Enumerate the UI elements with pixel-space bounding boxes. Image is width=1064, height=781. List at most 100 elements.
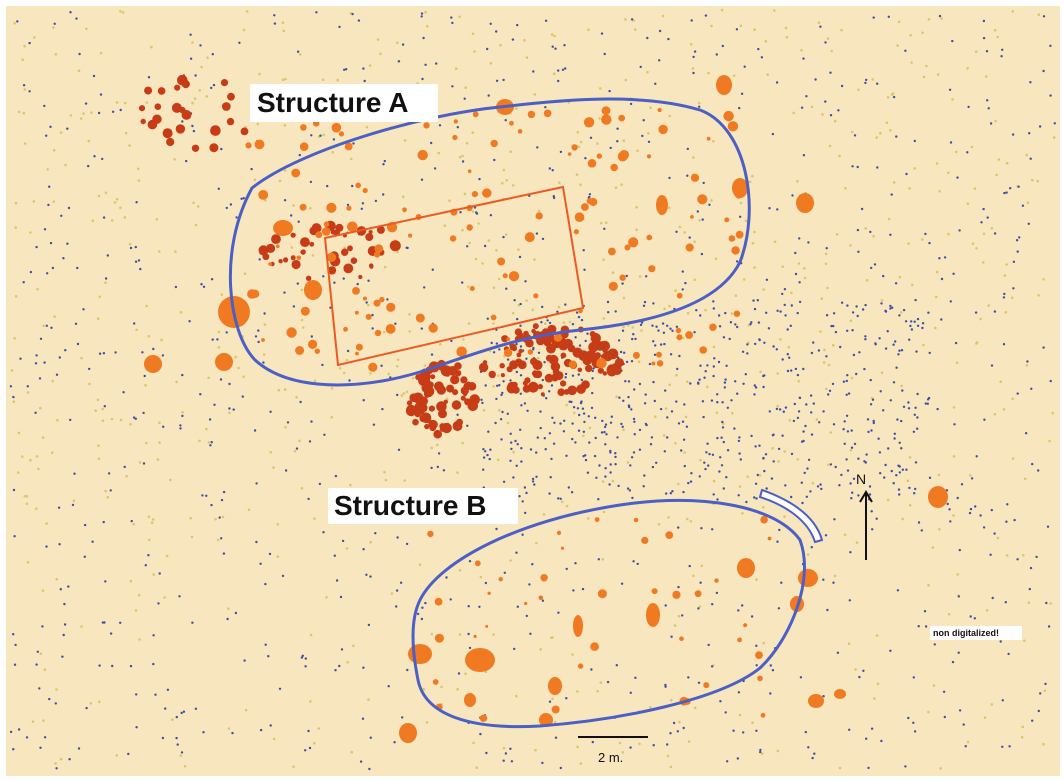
find-yellow xyxy=(492,633,495,636)
find-yellow xyxy=(854,668,857,671)
find-blue xyxy=(735,260,739,263)
find-yellow xyxy=(104,191,108,195)
find-blue xyxy=(603,430,606,434)
posthole-large xyxy=(928,486,948,508)
find-blue xyxy=(343,68,346,72)
find-yellow xyxy=(634,28,637,31)
find-yellow xyxy=(343,246,346,249)
find-yellow xyxy=(707,71,710,75)
find-blue xyxy=(519,345,523,348)
non-digitalized-note: non digitalized! xyxy=(930,626,1022,640)
find-blue xyxy=(790,452,794,456)
find-blue xyxy=(147,554,150,557)
find-blue xyxy=(194,74,197,77)
find-yellow xyxy=(190,535,194,539)
posthole-dark xyxy=(433,429,443,439)
posthole-orange xyxy=(694,590,702,598)
find-blue xyxy=(490,341,493,345)
find-yellow xyxy=(825,387,828,391)
find-blue xyxy=(914,487,917,491)
find-blue xyxy=(238,41,241,44)
find-blue xyxy=(62,633,65,637)
posthole-large xyxy=(798,569,818,587)
posthole-dark xyxy=(488,370,496,379)
posthole-dark xyxy=(389,240,401,252)
find-blue xyxy=(986,216,989,219)
find-yellow xyxy=(956,573,959,576)
find-blue xyxy=(606,680,610,684)
find-blue xyxy=(161,354,165,357)
find-blue xyxy=(1027,222,1031,225)
find-blue xyxy=(359,760,363,763)
find-yellow xyxy=(1011,457,1015,460)
find-yellow xyxy=(272,466,275,469)
find-blue xyxy=(675,230,678,233)
find-yellow xyxy=(379,52,382,56)
find-blue xyxy=(557,497,560,500)
find-blue xyxy=(396,536,399,539)
find-blue xyxy=(777,447,781,451)
find-blue xyxy=(102,216,106,219)
find-blue xyxy=(231,731,234,735)
find-yellow xyxy=(477,222,480,225)
find-blue xyxy=(309,180,313,184)
find-blue xyxy=(535,451,538,454)
find-yellow xyxy=(531,308,534,312)
find-blue xyxy=(189,33,192,36)
posthole-dark xyxy=(414,402,423,411)
posthole-orange xyxy=(709,323,717,331)
find-yellow xyxy=(715,411,719,415)
find-blue xyxy=(582,412,586,415)
find-blue xyxy=(1015,239,1019,242)
find-blue xyxy=(484,450,487,453)
find-blue xyxy=(526,409,529,412)
find-blue xyxy=(921,322,925,325)
find-blue xyxy=(951,660,955,664)
find-blue xyxy=(884,309,887,312)
find-blue xyxy=(833,518,836,521)
posthole-dark xyxy=(154,103,162,110)
find-blue xyxy=(914,406,917,409)
find-blue xyxy=(810,433,814,436)
find-yellow xyxy=(1042,278,1045,281)
find-blue xyxy=(845,458,848,461)
dark-postholes-layer xyxy=(138,74,624,439)
find-blue xyxy=(800,481,803,484)
find-blue xyxy=(53,22,56,25)
find-blue xyxy=(786,369,790,373)
find-blue xyxy=(475,211,478,214)
find-blue xyxy=(498,348,501,351)
find-yellow xyxy=(301,326,305,329)
find-yellow xyxy=(1023,477,1027,481)
find-blue xyxy=(669,327,672,330)
find-blue xyxy=(802,154,806,157)
find-blue xyxy=(772,433,775,436)
find-yellow xyxy=(908,187,911,190)
find-yellow xyxy=(576,131,580,134)
find-yellow xyxy=(234,355,237,359)
find-yellow xyxy=(17,471,20,474)
find-blue xyxy=(664,604,667,607)
find-yellow xyxy=(52,26,55,29)
posthole-dark xyxy=(181,80,190,89)
find-blue xyxy=(843,420,846,423)
find-blue xyxy=(396,393,399,397)
find-yellow xyxy=(553,34,556,38)
find-blue xyxy=(872,16,875,19)
find-blue xyxy=(600,431,604,434)
find-blue xyxy=(708,452,711,456)
find-blue xyxy=(283,291,286,294)
find-yellow xyxy=(437,151,441,155)
find-blue xyxy=(719,456,722,459)
find-yellow xyxy=(952,406,956,409)
find-yellow xyxy=(889,129,892,132)
find-blue xyxy=(559,766,562,770)
find-yellow xyxy=(54,53,58,56)
find-blue xyxy=(565,697,568,700)
find-blue xyxy=(422,36,425,40)
find-blue xyxy=(12,488,16,492)
find-blue xyxy=(58,356,61,359)
find-blue xyxy=(1003,191,1006,195)
find-blue xyxy=(130,519,133,523)
find-yellow xyxy=(698,219,701,222)
